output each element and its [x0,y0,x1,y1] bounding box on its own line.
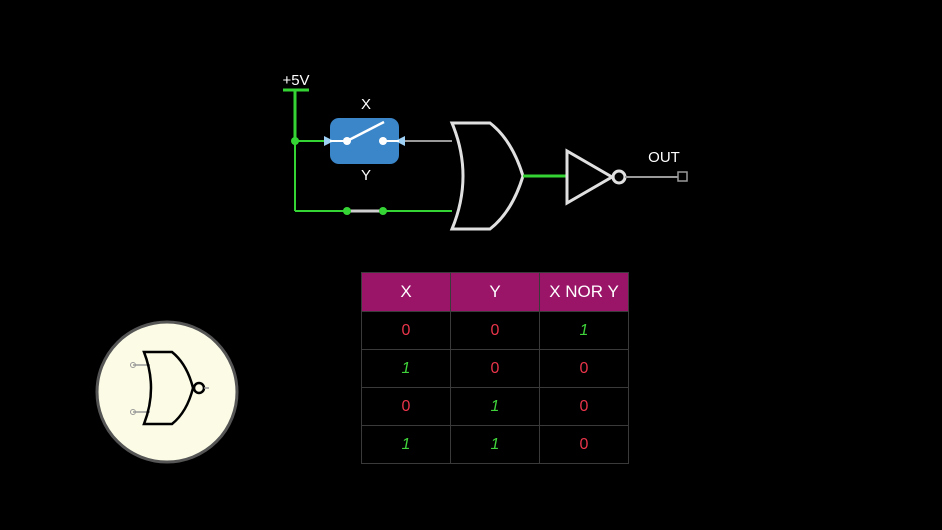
table-cell: 1 [450,387,540,426]
switch-left-terminal-icon [324,136,334,146]
truth-table-header: X Y X NOR Y [361,272,629,312]
badge-circle [95,320,239,464]
header-x-nor-y: X NOR Y [539,272,629,312]
switch-lever [346,120,385,143]
table-cell: 0 [450,311,540,350]
switch-body[interactable] [330,118,399,164]
supply-label: +5V [282,72,309,89]
table-cell: 1 [539,311,629,350]
table-cell: 0 [361,311,451,350]
table-cell: 0 [539,425,629,464]
output-label: OUT [648,149,680,166]
nor-gate-icon [142,350,195,426]
or-gate-icon [449,121,525,231]
switch-contact [379,137,387,145]
nor-gate-badge [95,320,239,464]
header-x: X [361,272,451,312]
table-cell: 1 [361,349,451,388]
contact-node-left [343,207,351,215]
table-cell: 0 [450,349,540,388]
output-terminal-icon[interactable] [677,171,688,182]
switch-x[interactable] [324,118,405,164]
table-cell: 0 [539,387,629,426]
switch-right-terminal-icon [395,136,405,146]
table-cell: 0 [539,349,629,388]
switch-bottom-label: Y [361,167,371,184]
header-y: Y [450,272,540,312]
table-cell: 1 [450,425,540,464]
not-gate-icon [565,148,615,206]
switch-top-label: X [361,96,371,113]
table-cell: 1 [361,425,451,464]
table-cell: 0 [361,387,451,426]
